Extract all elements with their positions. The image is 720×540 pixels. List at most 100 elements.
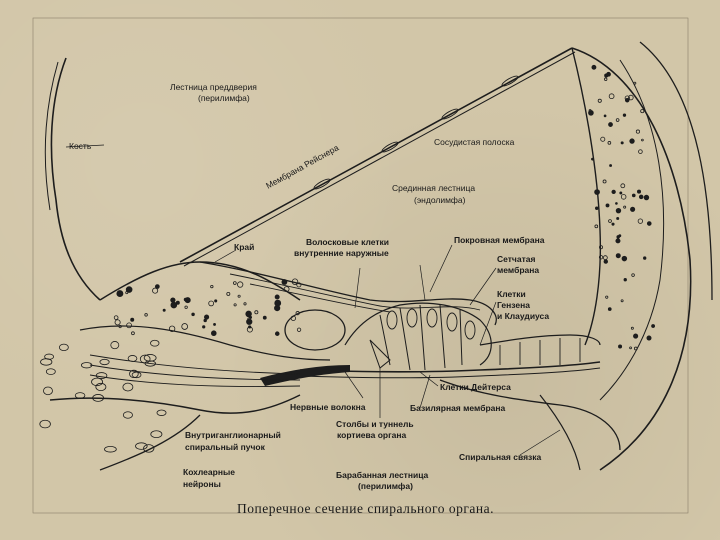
stria-dots-mark	[615, 202, 617, 204]
stria-dots-mark	[630, 347, 632, 349]
spiral-lamina	[260, 365, 350, 386]
stria-dots-mark	[603, 180, 606, 183]
limbus-dots-mark	[215, 300, 217, 302]
label-basilar: Базилярная мембрана	[410, 403, 506, 413]
limbus-dots-mark	[247, 319, 252, 324]
neurons-mark	[111, 341, 119, 348]
label-bone: Кость	[69, 141, 92, 151]
limbus-dots-mark	[275, 300, 281, 306]
neurons-mark	[151, 340, 159, 346]
stria-dots-mark	[632, 274, 635, 277]
stria-dots-mark	[624, 278, 627, 281]
label-reticular: Сетчатая	[497, 254, 535, 264]
neurons-mark	[151, 431, 162, 438]
stria-dots-mark	[636, 130, 639, 133]
stria-dots-mark	[608, 308, 611, 311]
caption: Поперечное сечение спирального органа.	[237, 501, 494, 516]
stria-dots-mark	[592, 65, 596, 69]
neurons-mark	[136, 443, 148, 450]
label-hensen-2: Гензена	[497, 300, 530, 310]
limbus-dots-mark	[275, 332, 279, 336]
outer-wall-3	[600, 60, 664, 400]
stria-dots-mark	[612, 223, 614, 225]
stria-dots-mark	[605, 74, 608, 77]
stria-dots-mark	[622, 256, 627, 261]
label-spiral-ligament: Спиральная связка	[459, 452, 542, 462]
label-intraganglionic-1: Внутриганглионарный	[185, 430, 281, 440]
limbus-dots-mark	[145, 314, 148, 317]
stria-dots-mark	[641, 139, 643, 141]
limbus-dots-mark	[214, 323, 216, 325]
outer-wall-2	[640, 42, 712, 300]
stria-dots-mark	[621, 142, 623, 144]
stria-dots-mark	[595, 225, 598, 228]
neurons-mark	[157, 410, 166, 416]
neurons-mark	[40, 420, 51, 428]
stria-dots-mark	[621, 300, 623, 302]
stria-dots-mark	[647, 222, 651, 226]
stria-dots-mark	[644, 195, 649, 200]
limbus-dots-mark	[126, 287, 132, 293]
stria-dots-mark	[621, 195, 626, 200]
tectorial-membrane	[200, 262, 496, 325]
limbus-upper	[100, 262, 300, 300]
limbus-dots-mark	[263, 316, 266, 319]
stria-dots-mark	[639, 150, 643, 154]
limbus-dots-mark	[192, 313, 195, 316]
limbus-dots-mark	[185, 306, 187, 308]
stria-dots-mark	[604, 78, 607, 81]
label-cochlear-neurons-1: Кохлеарные	[183, 467, 235, 477]
label-tectorial: Покровная мембрана	[454, 235, 545, 245]
neurons-mark	[104, 446, 116, 452]
stria-dots-mark	[603, 256, 607, 260]
stria-dots-mark	[595, 207, 598, 210]
stria-dots-mark	[621, 184, 625, 188]
limbus-dots-mark	[233, 282, 236, 285]
stria-dots-mark	[616, 208, 621, 213]
stria-dots-mark	[630, 139, 635, 144]
stria-dots-mark	[618, 345, 621, 348]
stria-dots-mark	[652, 325, 655, 328]
limbus-dots-mark	[155, 285, 159, 289]
stria-dots-mark	[604, 260, 608, 264]
stria-dots-mark	[591, 158, 593, 160]
stria-dots-mark	[604, 115, 606, 117]
limbus-dots-mark	[184, 298, 187, 301]
stria-dots-mark	[633, 334, 637, 338]
stria-dots-mark	[637, 190, 640, 193]
limbus-dots-mark	[115, 320, 120, 325]
stria-dots-mark	[616, 239, 620, 243]
stria-dots-mark	[632, 194, 635, 197]
spiral-ligament-edge	[540, 395, 580, 470]
label-scala-vestibuli: Лестница преддверия	[170, 82, 257, 92]
stria-dots-mark	[610, 164, 612, 166]
limbus-dots-mark	[238, 295, 240, 297]
limbus-dots-mark	[117, 291, 123, 297]
limbus-dots-mark	[182, 324, 188, 330]
stria-dots-mark	[598, 99, 601, 102]
stria-dots-mark	[620, 192, 622, 194]
limbus-dots-mark	[202, 326, 204, 328]
neurons-mark	[123, 383, 133, 391]
stria-dots-mark	[634, 82, 636, 84]
stria-dots-mark	[608, 141, 611, 144]
stria-dots-mark	[601, 137, 605, 141]
stria-dots-mark	[609, 220, 612, 223]
stria-dots-mark	[641, 110, 644, 113]
limbus-dots-mark	[131, 332, 134, 335]
label-hensen-3: и Клаудиуса	[497, 311, 549, 321]
stria-edge	[572, 48, 600, 345]
stria-dots-mark	[630, 207, 634, 211]
stria-dots-mark	[617, 217, 619, 219]
label-hensen-1: Клетки	[497, 289, 526, 299]
stria-dots-mark	[616, 254, 620, 258]
limbus-dots-mark	[234, 304, 236, 306]
neurons-mark	[123, 412, 132, 418]
neurons-mark	[96, 373, 107, 379]
bone-outline	[51, 58, 100, 300]
neurons-mark	[75, 393, 85, 399]
stria-dots-mark	[595, 190, 600, 195]
stria-dots-mark	[619, 235, 621, 237]
limbus-dots-mark	[275, 295, 279, 299]
